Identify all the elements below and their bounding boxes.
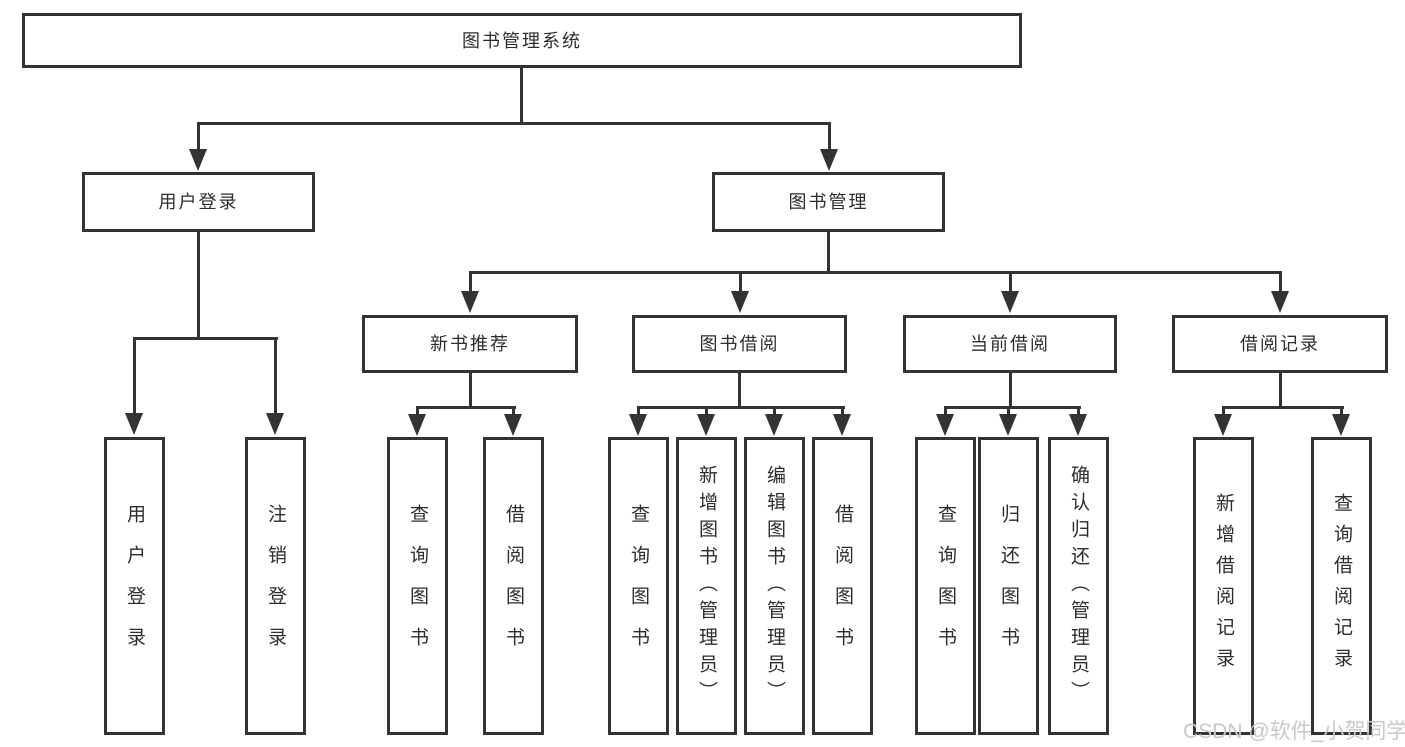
node-new-book-rec-label: 新书推荐	[430, 334, 510, 354]
node-book-mgmt-label: 图书管理	[788, 192, 869, 212]
connector-cb-rail	[944, 406, 1081, 409]
arrowhead-user-login-icon	[189, 149, 207, 171]
connector-level3-rail	[469, 271, 1282, 274]
arrowhead-book-borrow-icon	[731, 291, 749, 313]
connector-drop-new-book-rec	[469, 274, 472, 292]
leaf-user-login: 用户登录	[104, 437, 165, 735]
arrowhead-book-mgmt-icon	[820, 149, 838, 171]
node-user-login-label: 用户登录	[158, 192, 239, 212]
connector-drop-book-mgmt	[828, 125, 831, 151]
arrowhead-nbr-borrow-icon	[504, 414, 522, 436]
connector-drop-cb-confirm	[1077, 409, 1080, 415]
connector-drop-bb-query	[637, 409, 640, 415]
leaf-br-add: 新增借阅记录	[1193, 437, 1254, 735]
connector-drop-br-query	[1340, 409, 1343, 415]
arrowhead-br-add-icon	[1214, 414, 1232, 436]
connector-drop-bb-add	[705, 409, 708, 415]
connector-br-stem	[1279, 373, 1282, 406]
leaf-cb-query-label: 查询图书	[935, 504, 956, 668]
leaf-nbr-query-label: 查询图书	[407, 504, 428, 668]
leaf-bb-edit-label: 编辑图书（管理员）	[764, 464, 785, 708]
connector-drop-bb-edit	[773, 409, 776, 415]
connector-user-login-rail	[133, 337, 278, 340]
node-current-borrow: 当前借阅	[903, 315, 1117, 373]
node-new-book-rec: 新书推荐	[362, 315, 578, 373]
leaf-bb-query-label: 查询图书	[628, 504, 649, 668]
connector-drop-user-login	[197, 125, 200, 151]
arrowhead-bb-query-icon	[629, 414, 647, 436]
leaf-cb-confirm: 确认归还（管理员）	[1048, 437, 1109, 735]
leaf-bb-borrow: 借阅图书	[812, 437, 873, 735]
connector-cb-stem	[1009, 373, 1012, 406]
arrowhead-nbr-query-icon	[408, 414, 426, 436]
leaf-cb-query: 查询图书	[915, 437, 976, 735]
connector-drop-nbr-borrow	[512, 409, 515, 415]
arrowhead-cb-confirm-icon	[1069, 414, 1087, 436]
connector-drop-current-borrow	[1009, 274, 1012, 292]
leaf-bb-add: 新增图书（管理员）	[676, 437, 737, 735]
arrowhead-br-query-icon	[1332, 414, 1350, 436]
arrowhead-leaf-logout-icon	[266, 413, 284, 435]
node-current-borrow-label: 当前借阅	[970, 334, 1050, 354]
connector-bb-stem	[738, 373, 741, 406]
leaf-cb-confirm-label: 确认归还（管理员）	[1068, 464, 1089, 708]
connector-book-mgmt-stem	[827, 232, 830, 271]
node-user-login: 用户登录	[82, 172, 315, 232]
leaf-cb-return-label: 归还图书	[998, 504, 1019, 668]
node-book-mgmt: 图书管理	[712, 172, 945, 232]
csdn-watermark: CSDN @软件_小贺同学	[1183, 720, 1405, 743]
leaf-logout: 注销登录	[245, 437, 306, 735]
connector-drop-nbr-query	[416, 409, 419, 415]
connector-root-stem	[520, 66, 523, 122]
connector-drop-leaf-user-login	[133, 340, 136, 413]
connector-drop-book-borrow	[739, 274, 742, 292]
leaf-bb-borrow-label: 借阅图书	[832, 504, 853, 668]
connector-drop-borrow-records	[1279, 274, 1282, 292]
connector-nbr-rail	[416, 406, 516, 409]
arrowhead-current-borrow-icon	[1001, 291, 1019, 313]
leaf-bb-query: 查询图书	[608, 437, 669, 735]
connector-drop-leaf-logout	[274, 340, 277, 413]
connector-drop-br-add	[1222, 409, 1225, 415]
node-book-borrow-label: 图书借阅	[699, 334, 780, 354]
arrowhead-bb-edit-icon	[765, 414, 783, 436]
arrowhead-cb-query-icon	[936, 414, 954, 436]
leaf-nbr-borrow: 借阅图书	[483, 437, 544, 735]
node-borrow-records: 借阅记录	[1172, 315, 1388, 373]
leaf-br-query-label: 查询借阅记录	[1331, 493, 1352, 679]
node-book-borrow: 图书借阅	[632, 315, 847, 373]
connector-bb-rail	[637, 406, 845, 409]
connector-drop-bb-borrow	[841, 409, 844, 415]
leaf-bb-add-label: 新增图书（管理员）	[696, 464, 717, 708]
leaf-br-add-label: 新增借阅记录	[1213, 493, 1234, 679]
node-root-label: 图书管理系统	[462, 30, 582, 51]
arrowhead-bb-borrow-icon	[833, 414, 851, 436]
leaf-nbr-borrow-label: 借阅图书	[503, 504, 524, 668]
arrowhead-bb-add-icon	[697, 414, 715, 436]
leaf-nbr-query: 查询图书	[387, 437, 448, 735]
arrowhead-borrow-records-icon	[1271, 291, 1289, 313]
node-root: 图书管理系统	[22, 13, 1022, 68]
arrowhead-leaf-user-login-icon	[125, 413, 143, 435]
leaf-cb-return: 归还图书	[978, 437, 1039, 735]
leaf-user-login-label: 用户登录	[124, 504, 145, 668]
arrowhead-new-book-rec-icon	[461, 291, 479, 313]
arrowhead-cb-return-icon	[999, 414, 1017, 436]
connector-nbr-stem	[469, 373, 472, 406]
node-borrow-records-label: 借阅记录	[1240, 334, 1320, 354]
leaf-bb-edit: 编辑图书（管理员）	[744, 437, 805, 735]
connector-drop-cb-query	[944, 409, 947, 415]
leaf-br-query: 查询借阅记录	[1311, 437, 1372, 735]
connector-drop-cb-return	[1007, 409, 1010, 415]
connector-level1-rail	[197, 122, 831, 125]
connector-user-login-stem	[197, 232, 200, 337]
leaf-logout-label: 注销登录	[265, 504, 286, 668]
connector-br-rail	[1222, 406, 1344, 409]
